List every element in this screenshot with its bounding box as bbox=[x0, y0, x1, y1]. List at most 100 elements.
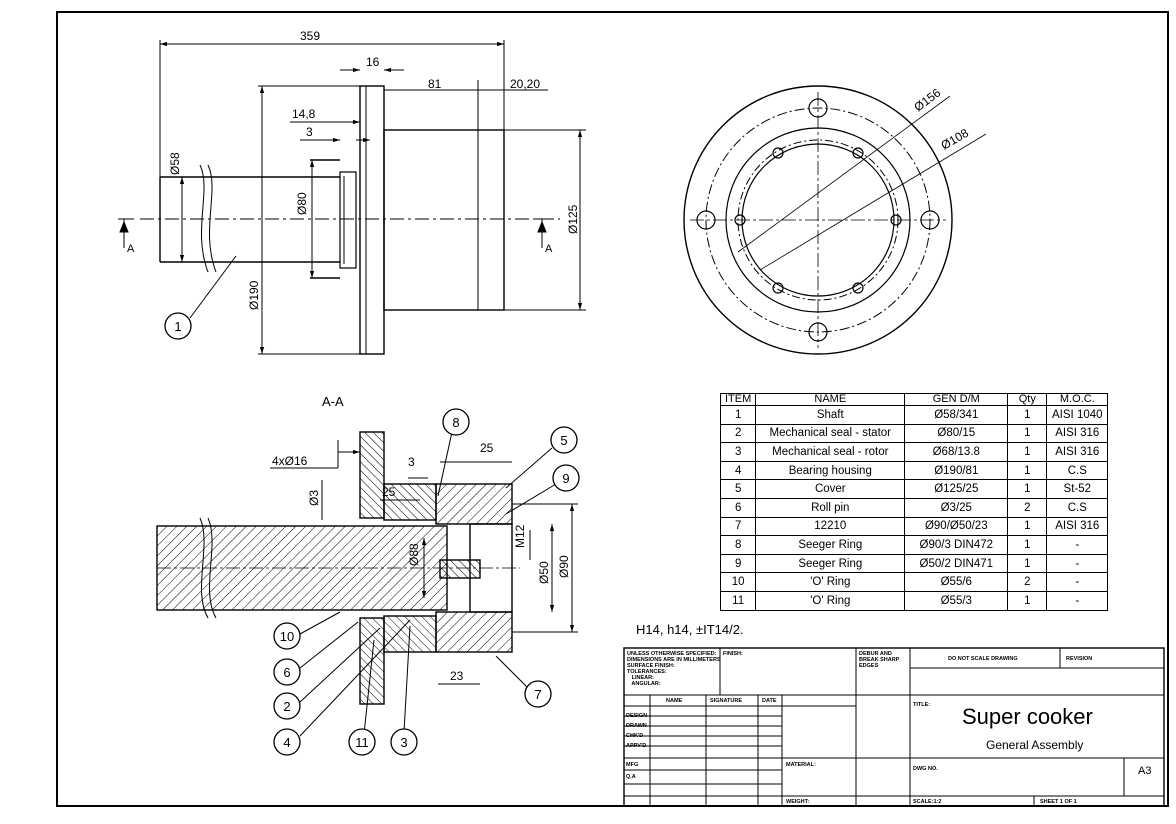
dim-d80: Ø80 bbox=[295, 192, 309, 215]
bom-cell-gen: Ø90/3 DIN472 bbox=[904, 535, 1009, 555]
side-view-dim-text: 359 16 81 20,20 14,8 3 Ø58 Ø80 Ø190 Ø125… bbox=[127, 29, 580, 310]
bom-cell-gen: Ø3/25 bbox=[904, 497, 1009, 518]
bom-cell-moc: - bbox=[1046, 590, 1109, 611]
dim-23: 23 bbox=[450, 669, 464, 683]
tb-dwg-no: DWG NO. bbox=[913, 766, 938, 772]
dim-81: 81 bbox=[428, 77, 442, 91]
dim-d125: Ø125 bbox=[566, 204, 580, 234]
section-marker-left: A bbox=[127, 243, 135, 255]
bom-cell-gen: Ø58/341 bbox=[904, 405, 1009, 425]
bom-cell-name: Seeger Ring bbox=[755, 553, 906, 574]
bom-cell-qty: 1 bbox=[1007, 423, 1048, 444]
tb-weight: WEIGHT: bbox=[786, 799, 810, 805]
balloon-7 bbox=[524, 680, 552, 708]
bom-cell-name: Shaft bbox=[755, 405, 906, 425]
dim-section-25: 25 bbox=[382, 485, 396, 499]
balloon-5-label: 5 bbox=[560, 433, 567, 448]
balloon-7-label: 7 bbox=[534, 687, 541, 702]
bom-cell-item: 9 bbox=[719, 553, 757, 574]
bom-cell-name: Cover bbox=[755, 479, 906, 499]
balloon-11-label: 11 bbox=[355, 735, 369, 750]
balloon-5 bbox=[550, 426, 578, 454]
bom-cell-item: 10 bbox=[719, 572, 757, 592]
end-view-dim-text: Ø156 Ø108 bbox=[911, 85, 971, 152]
bom-cell-gen: Ø55/6 bbox=[904, 572, 1009, 592]
bom-cell-gen: Ø80/15 bbox=[904, 423, 1009, 444]
tb-title-label: TITLE: bbox=[913, 702, 931, 708]
dim-3: 3 bbox=[306, 125, 313, 139]
bom-cell-item: 6 bbox=[719, 497, 757, 518]
section-dimensions bbox=[270, 431, 578, 737]
balloon-2 bbox=[273, 692, 301, 720]
tb-role-approved: APPV'D bbox=[626, 743, 647, 749]
balloon-10 bbox=[273, 622, 301, 650]
bom-cell-moc: C.S bbox=[1046, 497, 1109, 518]
bom-cell-qty: 1 bbox=[1007, 535, 1048, 555]
bom-cell-moc: - bbox=[1046, 535, 1109, 555]
bom-header-item: ITEM bbox=[719, 393, 757, 406]
tb-deburr: DEBUR AND BREAK SHARP EDGES bbox=[859, 651, 900, 669]
tb-size: A3 bbox=[1138, 765, 1152, 777]
balloon-4-label: 4 bbox=[283, 735, 290, 750]
tb-col-name: NAME bbox=[666, 698, 683, 704]
bom-header-moc: M.O.C. bbox=[1046, 393, 1109, 406]
bom-cell-qty: 1 bbox=[1007, 479, 1048, 499]
bom-cell-item: 8 bbox=[719, 535, 757, 555]
balloon-6-label: 6 bbox=[283, 665, 290, 680]
bom-cell-item: 2 bbox=[719, 423, 757, 444]
dim-section-3: 3 bbox=[408, 455, 415, 469]
sheet-border bbox=[56, 11, 1169, 807]
tb-title: Super cooker bbox=[962, 704, 1093, 729]
bom-cell-gen: Ø50/2 DIN471 bbox=[904, 553, 1009, 574]
balloon-9-label: 9 bbox=[562, 471, 569, 486]
dim-d50: Ø50 bbox=[537, 561, 551, 584]
section-marker-right: A bbox=[545, 243, 553, 255]
balloon-11 bbox=[348, 728, 376, 756]
tb-scale: SCALE:1:2 bbox=[913, 799, 942, 805]
bom-header-qty: Qty bbox=[1007, 393, 1048, 406]
bom-cell-qty: 1 bbox=[1007, 590, 1048, 611]
dim-20-20: 20,20 bbox=[510, 77, 540, 91]
tb-col-signature: SIGNATURE bbox=[710, 698, 742, 704]
bom-cell-moc: C.S bbox=[1046, 460, 1109, 481]
tb-subtitle: General Assembly bbox=[986, 738, 1084, 752]
tb-col-date: DATE bbox=[762, 698, 777, 704]
tb-role-checked: CHK'D bbox=[626, 733, 644, 739]
bom-header-name: NAME bbox=[755, 393, 906, 406]
bom-cell-qty: 2 bbox=[1007, 497, 1048, 518]
balloon-10-label: 10 bbox=[280, 629, 294, 644]
bom-cell-qty: 1 bbox=[1007, 553, 1048, 574]
balloon-1 bbox=[164, 312, 192, 340]
balloon-labels: 1 8 5 9 10 6 2 4 11 3 7 bbox=[174, 319, 569, 750]
bom-cell-moc: AISI 316 bbox=[1046, 516, 1109, 537]
bom-cell-moc: - bbox=[1046, 553, 1109, 574]
bom-cell-moc: - bbox=[1046, 572, 1109, 592]
bom-cell-name: 'O' Ring bbox=[755, 572, 906, 592]
tb-role-design: DESIGN bbox=[626, 713, 648, 719]
bom-cell-moc: AISI 1040 bbox=[1046, 405, 1109, 425]
bom-header-row: ITEM NAME GEN D/M Qty M.O.C. bbox=[719, 393, 1109, 406]
tb-revision: REVISION bbox=[1066, 656, 1093, 662]
bom-cell-item: 1 bbox=[719, 405, 757, 425]
bom-cell-gen: Ø68/13.8 bbox=[904, 442, 1009, 462]
section-title: A-A bbox=[322, 394, 344, 409]
bom-cell-name: Mechanical seal - stator bbox=[755, 423, 906, 444]
bom-cell-gen: Ø55/3 bbox=[904, 590, 1009, 611]
bom-cell-gen: Ø125/25 bbox=[904, 479, 1009, 499]
balloon-4 bbox=[273, 728, 301, 756]
side-view-dimensions bbox=[118, 40, 586, 355]
dim-section-25-top: 25 bbox=[480, 441, 494, 455]
balloons bbox=[164, 312, 580, 756]
dim-d88: Ø88 bbox=[407, 543, 421, 566]
bom-cell-name: Roll pin bbox=[755, 497, 906, 518]
balloon-2-label: 2 bbox=[283, 699, 290, 714]
tb-unless-specified: UNLESS OTHERWISE SPECIFIED: DIMENSIONS A… bbox=[627, 651, 721, 687]
